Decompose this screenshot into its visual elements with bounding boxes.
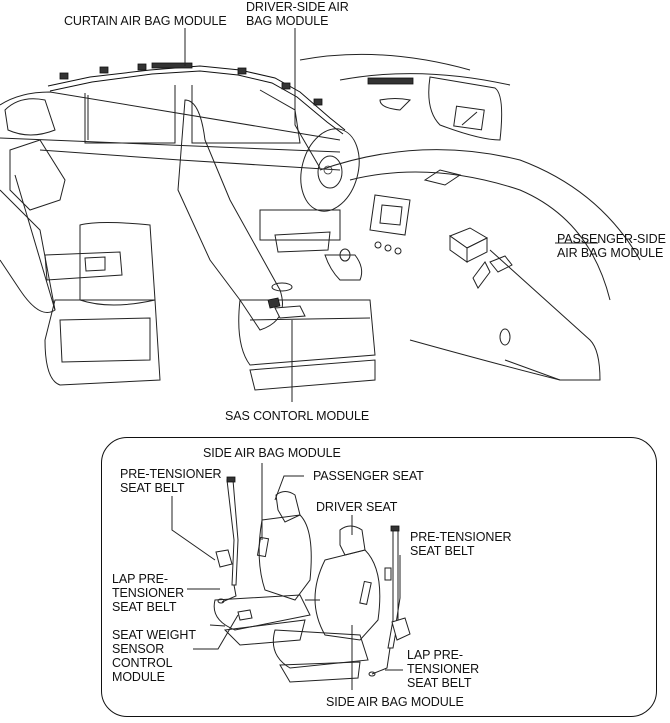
label-seat-weight-line1: SEAT WEIGHT <box>112 628 196 642</box>
label-lap-pre-left-line1: LAP PRE- <box>112 572 168 586</box>
label-side-air-bag-module-bottom: SIDE AIR BAG MODULE <box>326 695 464 709</box>
label-curtain-air-bag-module: CURTAIN AIR BAG MODULE <box>64 14 227 28</box>
label-lap-pre-right-line2: TENSIONER <box>407 662 480 676</box>
label-driver-side-air-bag-line1: DRIVER-SIDE AIR <box>246 0 349 14</box>
front-seat <box>177 99 376 391</box>
label-pre-tensioner-right-line1: PRE-TENSIONER <box>410 530 512 544</box>
inset-passenger-seat <box>209 491 312 646</box>
label-passenger-side-air-bag-line2: AIR BAG MODULE <box>557 246 664 260</box>
left-seat-belt <box>215 476 239 604</box>
label-lap-pre-left-line3: SEAT BELT <box>112 600 177 614</box>
label-driver-side-air-bag-line2: BAG MODULE <box>246 14 329 28</box>
sun-visor <box>367 76 503 141</box>
label-lap-pre-left-line2: TENSIONER <box>112 586 185 600</box>
label-side-air-bag-module-top: SIDE AIR BAG MODULE <box>203 446 341 460</box>
label-passenger-seat: PASSENGER SEAT <box>313 469 424 483</box>
label-passenger-side-air-bag-line1: PASSENGER-SIDE <box>557 232 666 246</box>
curtain-air-bag-module <box>47 62 346 135</box>
label-seat-weight-line3: CONTROL <box>112 656 173 670</box>
label-sas-control-module: SAS CONTORL MODULE <box>225 409 370 423</box>
seat-detail-inset <box>101 437 657 717</box>
rear-seat <box>0 139 161 386</box>
label-seat-weight-line4: MODULE <box>112 670 165 684</box>
label-seat-weight-line2: SENSOR <box>112 642 165 656</box>
dashboard <box>369 169 513 346</box>
car-body-outline <box>0 53 641 381</box>
passenger-air-bag-module <box>448 227 489 263</box>
leader-pre-tensioner-left <box>171 496 216 561</box>
steering-wheel <box>300 128 360 212</box>
sas-control-module <box>267 297 306 319</box>
label-pre-tensioner-right-line2: SEAT BELT <box>410 544 475 558</box>
leader-pre-tensioner-right <box>394 555 401 631</box>
label-pre-tensioner-left-line2: SEAT BELT <box>120 481 185 495</box>
label-pre-tensioner-left-line1: PRE-TENSIONER <box>120 467 222 481</box>
inset-driver-seat <box>272 525 381 683</box>
label-lap-pre-right-line1: LAP PRE- <box>407 648 463 662</box>
leader-seat-weight <box>193 614 239 650</box>
leader-driver <box>294 28 321 169</box>
label-driver-seat: DRIVER SEAT <box>316 500 398 514</box>
label-lap-pre-right-line3: SEAT BELT <box>407 676 472 690</box>
right-seat-belt <box>368 525 411 677</box>
leader-passenger-seat <box>274 475 304 501</box>
